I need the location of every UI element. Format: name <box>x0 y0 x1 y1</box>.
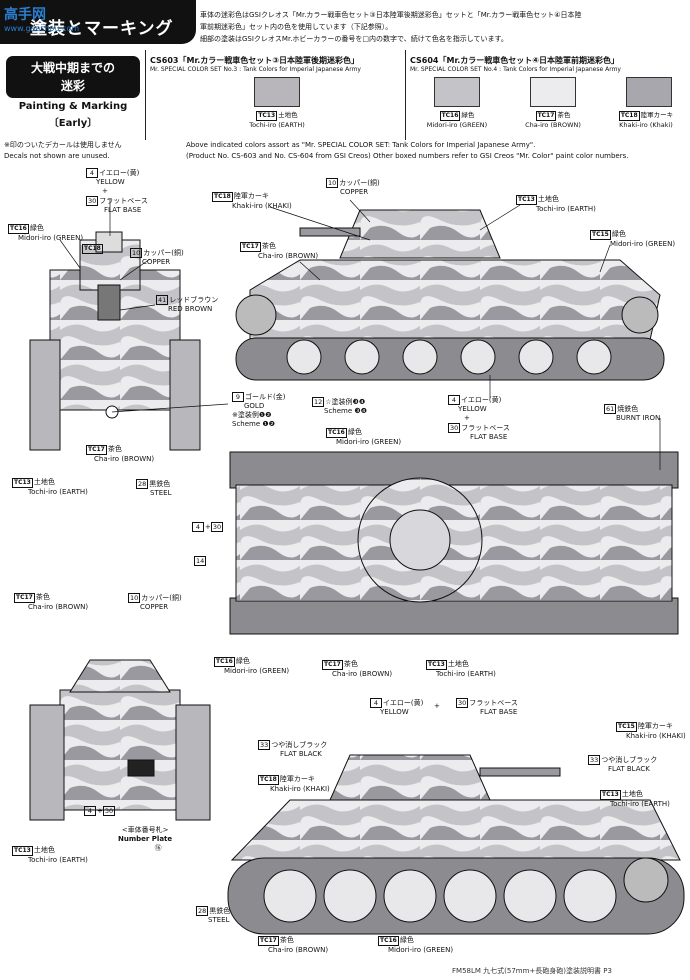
swatch-tc18 <box>626 77 672 107</box>
watermark-text-1: 高手网 <box>4 7 46 23</box>
side-view-2 <box>227 754 685 935</box>
swatch-tc13 <box>254 77 300 107</box>
section-en-title: Painting & Marking <box>18 101 128 112</box>
note-line-1: Above indicated colors assort as "Mr. SP… <box>186 141 536 149</box>
divider <box>145 50 146 140</box>
note-unused-en: Decals not shown are unused. <box>4 152 110 160</box>
header-title: 塗装とマーキング <box>30 19 174 39</box>
note-unused-jp: ※印のついたデカールは使用しません <box>4 141 122 149</box>
intro-line-3: 細部の塗装はGSIクレオスMr.ホビーカラーの番号を□内の数字で、続けて色名を指… <box>200 35 508 43</box>
section-header <box>0 0 196 44</box>
watermark: 高手网 www.gaoshou.com <box>4 4 79 42</box>
rear-view <box>29 659 211 821</box>
callout-number-plate: <車体番号札> Number Plate ⑯ <box>118 826 173 852</box>
divider <box>405 50 406 140</box>
top-view <box>229 451 679 635</box>
swatch-tc17 <box>530 77 576 107</box>
swatch-tc16 <box>434 77 480 107</box>
set-cs604-title: CS604「Mr.カラー戦車色セット④日本陸軍前期迷彩色」 <box>410 56 620 65</box>
set-cs603-title: CS603「Mr.カラー戦車色セット③日本陸軍後期迷彩色」 <box>150 56 360 65</box>
watermark-text-2: www.gaoshou.com <box>4 24 80 33</box>
set-cs603-subtitle: Mr. SPECIAL COLOR SET No.3 : Tank Colors… <box>150 66 361 73</box>
callout-plus-bottom: + <box>434 702 440 710</box>
footer: FM58LM 九七式(57mm+長砲身砲)塗装説明書 P3 <box>452 967 612 975</box>
side-view <box>235 209 665 381</box>
section-banner: 大戦中期までの 迷彩 <box>6 56 140 98</box>
note-line-2: (Product No. CS-603 and No. CS-604 from … <box>186 152 629 160</box>
callout-scheme-34: 12☆塗装例❸❹ Schemе ❸❹ <box>312 397 367 415</box>
banner-line-2: 迷彩 <box>60 79 85 93</box>
set-cs604-subtitle: Mr. SPECIAL COLOR SET No.4 : Tank Colors… <box>410 66 621 73</box>
leader-lines <box>59 199 661 470</box>
intro-line-1: 車体の迷彩色はGSIクレオス「Mr.カラー戦車色セット③日本陸軍後期迷彩色」セッ… <box>200 11 582 19</box>
callout-part-14: 14 <box>194 556 207 566</box>
section-en-subtitle: 〔Early〕 <box>48 118 98 129</box>
banner-line-1: 大戦中期までの <box>30 61 115 75</box>
intro-line-2: 軍前期迷彩色」セット内の色を使用しています（下記参照）。 <box>200 23 393 31</box>
callout-mix-rear: 4+30 <box>84 806 116 816</box>
front-view <box>29 231 201 451</box>
callout-tc18-front: TC18 <box>82 244 103 254</box>
callout-mix-top: 4+30 <box>192 522 224 532</box>
